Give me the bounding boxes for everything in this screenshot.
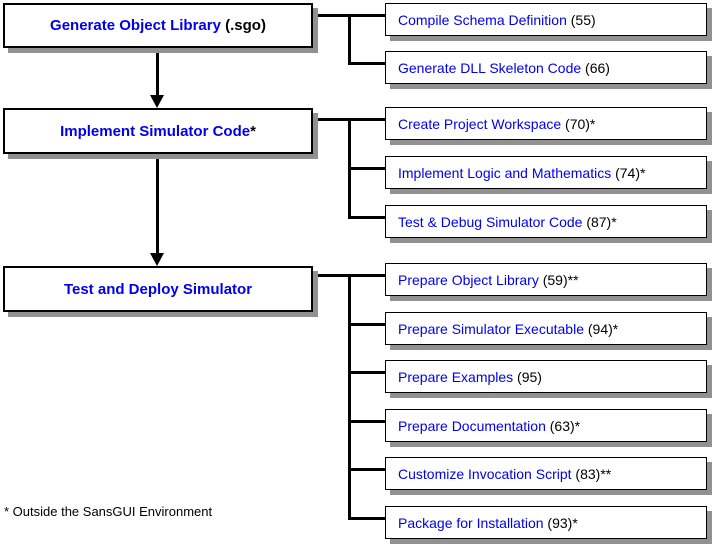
box-note: (83)** — [571, 465, 612, 482]
sub-box-customize-invocation-script: Customize Invocation Script (83)** — [385, 457, 707, 490]
down-arrow-head-icon — [150, 253, 164, 266]
footnote-line: * Outside the SansGUI Environment — [4, 503, 315, 521]
box-note: (59)** — [538, 271, 579, 288]
sub-box-prepare-simulator-executable: Prepare Simulator Executable (94)* — [385, 312, 707, 345]
sub-box-compile-schema-definition: Compile Schema Definition (55) — [385, 3, 707, 36]
sub-box-generate-dll-skeleton-code: Generate DLL Skeleton Code (66) — [385, 51, 707, 84]
box-note: (94)* — [584, 320, 619, 337]
box-title: Compile Schema Definition — [398, 11, 567, 28]
connector-branch-line — [348, 62, 385, 65]
down-arrow-head-icon — [150, 95, 164, 108]
flow-arrow-line — [156, 48, 159, 95]
connector-trunk-line — [348, 274, 351, 520]
connector-branch-line — [348, 371, 385, 374]
box-note: (55) — [566, 11, 596, 28]
connector-branch-line — [348, 167, 385, 170]
footnote-text: * Outside the SansGUI Environment — [4, 504, 213, 519]
main-box-implement-simulator-code: Implement Simulator Code* — [3, 108, 313, 154]
main-box-generate-object-library: Generate Object Library (.sgo) — [3, 3, 313, 48]
box-title: Prepare Documentation — [398, 417, 546, 434]
box-title: Generate Object Library — [50, 17, 221, 34]
connector-branch-line — [348, 323, 385, 326]
sub-box-package-for-installation: Package for Installation (93)* — [385, 506, 707, 539]
box-note: (95) — [513, 368, 542, 385]
connector-branch-line — [348, 468, 385, 471]
box-title: Test & Debug Simulator Code — [398, 213, 583, 230]
footnotes-block: * Outside the SansGUI Environment ** Opt… — [4, 468, 315, 545]
box-note: (93)* — [543, 514, 578, 531]
box-note: (70)* — [561, 115, 596, 132]
connector-trunk-line — [348, 14, 351, 65]
main-box-test-and-deploy-simulator: Test and Deploy Simulator — [3, 266, 313, 312]
sub-box-prepare-documentation: Prepare Documentation (63)* — [385, 409, 707, 442]
box-title: Test and Deploy Simulator — [63, 280, 253, 298]
sub-box-create-project-workspace: Create Project Workspace (70)* — [385, 107, 707, 140]
box-note: (.sgo) — [220, 17, 266, 34]
box-title: Create Project Workspace — [398, 115, 562, 132]
sub-box-test-debug-simulator-code: Test & Debug Simulator Code (87)* — [385, 205, 707, 238]
sub-box-prepare-examples: Prepare Examples (95) — [385, 360, 707, 393]
box-note: (87)* — [582, 213, 617, 230]
flow-arrow-line — [156, 154, 159, 253]
box-title: Generate DLL Skeleton Code — [398, 59, 582, 76]
box-note: * — [250, 122, 256, 140]
connector-branch-line — [348, 216, 385, 219]
box-note: (66) — [581, 59, 610, 76]
box-title: Prepare Simulator Executable — [398, 320, 584, 337]
box-title: Implement Simulator Code — [60, 122, 251, 140]
box-title: Prepare Examples — [398, 368, 514, 385]
sub-box-implement-logic-and-mathematics: Implement Logic and Mathematics (74)* — [385, 156, 707, 189]
box-title: Customize Invocation Script — [398, 465, 572, 482]
connector-branch-line — [348, 420, 385, 423]
connector-branch-line — [348, 517, 385, 520]
box-title: Prepare Object Library — [398, 271, 539, 288]
box-title: Implement Logic and Mathematics — [398, 164, 612, 181]
box-note: (63)* — [545, 417, 581, 434]
box-note: (74)* — [611, 164, 646, 181]
box-title: Package for Installation — [398, 514, 544, 531]
sub-box-prepare-object-library: Prepare Object Library (59)** — [385, 263, 707, 296]
